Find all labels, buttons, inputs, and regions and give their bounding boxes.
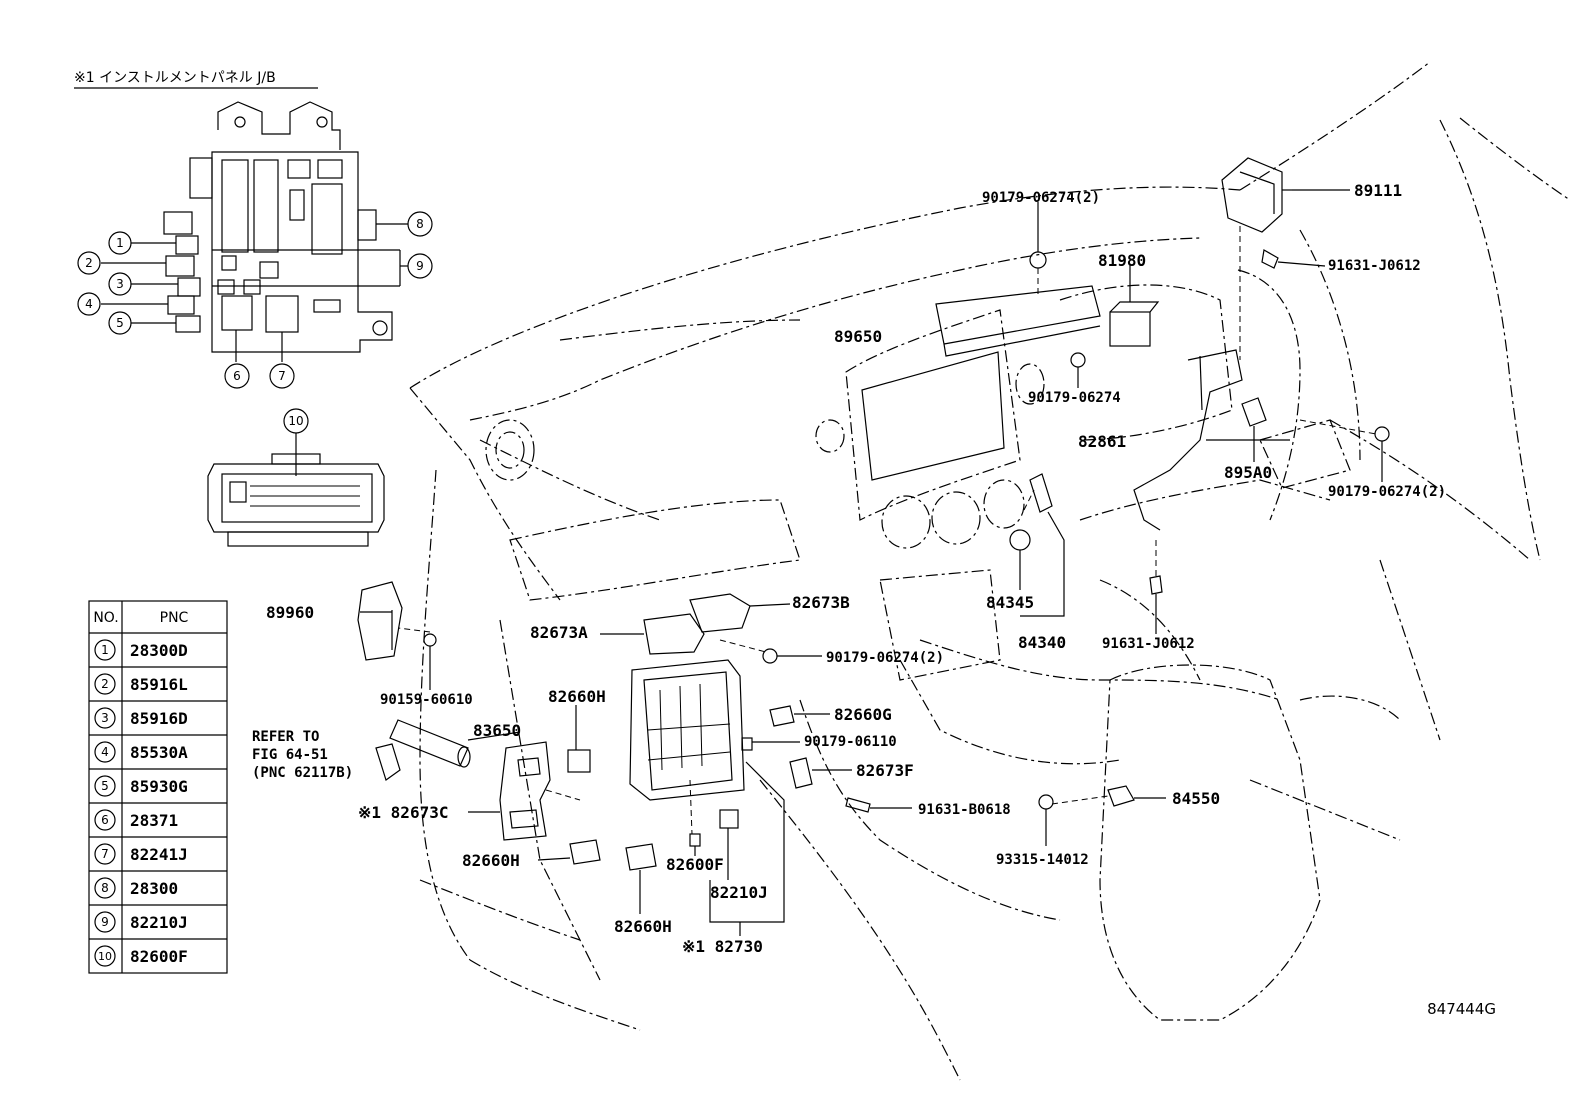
svg-text:9: 9 [101, 915, 109, 929]
label-89111: 89111 [1354, 181, 1402, 200]
label-91631-b0618: 91631-B0618 [918, 802, 1011, 818]
leader-lines [360, 189, 1383, 936]
label-89650: 89650 [834, 327, 882, 346]
inset-callout-2: 2 [77, 251, 101, 275]
label-82210j: 82210J [710, 883, 768, 902]
label-90159-60610: 90159-60610 [380, 692, 473, 708]
svg-text:82600F: 82600F [130, 947, 188, 966]
label-82660h-left: 82660H [462, 851, 520, 870]
label-83650: 83650 [473, 721, 521, 740]
label-93315-14012: 93315-14012 [996, 852, 1089, 868]
refer-line-3: (PNC 62117B) [252, 765, 353, 781]
label-90179-06274-2-low: 90179-06274(2) [826, 650, 944, 666]
label-90179-06274-2-top: 90179-06274(2) [982, 190, 1100, 206]
label-82861: 82861 [1078, 432, 1126, 451]
table-row: 6 28371 [94, 809, 178, 831]
inset-callout-10: 10 [283, 408, 309, 434]
table-row: 10 82600F [94, 945, 188, 967]
svg-text:82210J: 82210J [130, 913, 188, 932]
svg-text:85930G: 85930G [130, 777, 188, 796]
refer-line-1: REFER TO [252, 729, 319, 745]
label-82673f: 82673F [856, 761, 914, 780]
inset-callout-9: 9 [407, 253, 433, 279]
inset-junction-block: ※1 インストルメントパネル J/B [74, 70, 433, 547]
label-82673b: 82673B [792, 593, 850, 612]
svg-text:7: 7 [278, 369, 286, 383]
label-82660h-bottom: 82660H [614, 917, 672, 936]
svg-text:3: 3 [101, 711, 109, 725]
svg-text:82241J: 82241J [130, 845, 188, 864]
label-82660g: 82660G [834, 705, 892, 724]
table-row: 9 82210J [94, 911, 188, 933]
table-row: 1 28300D [94, 639, 188, 661]
svg-text:28371: 28371 [130, 811, 178, 830]
table-row: 7 82241J [94, 843, 188, 865]
label-84550: 84550 [1172, 789, 1220, 808]
svg-text:8: 8 [416, 217, 424, 231]
label-82660h-top: 82660H [548, 687, 606, 706]
label-84340: 84340 [1018, 633, 1066, 652]
svg-text:2: 2 [101, 677, 109, 691]
table-header-pnc: PNC [160, 610, 189, 626]
dashboard-outline [409, 61, 1571, 1081]
label-81980: 81980 [1098, 251, 1146, 270]
refer-line-2: FIG 64-51 [252, 747, 328, 763]
inset-callout-1: 1 [108, 231, 132, 255]
label-89960: 89960 [266, 603, 314, 622]
svg-text:4: 4 [101, 745, 109, 759]
svg-text:85916D: 85916D [130, 709, 188, 728]
inset-callout-5: 5 [108, 311, 132, 335]
label-82600f: 82600F [666, 855, 724, 874]
inset-callout-8: 8 [407, 211, 433, 237]
svg-text:1: 1 [101, 643, 109, 657]
svg-text:10: 10 [98, 950, 112, 963]
label-82673c: ※1 82673C [358, 803, 448, 822]
svg-text:85916L: 85916L [130, 675, 188, 694]
svg-text:5: 5 [101, 779, 109, 793]
table-row: 3 85916D [94, 707, 188, 729]
inset-callout-7: 7 [269, 363, 295, 389]
part-labels: 89111 90179-06274(2) 91631-J0612 81980 8… [252, 181, 1446, 956]
table-row: 2 85916L [94, 673, 188, 695]
table-row: 5 85930G [94, 775, 188, 797]
svg-text:28300D: 28300D [130, 641, 188, 660]
svg-text:2: 2 [85, 256, 93, 270]
inset-title: ※1 インストルメントパネル J/B [74, 70, 276, 86]
label-84345: 84345 [986, 593, 1034, 612]
label-91631-j0612-top: 91631-J0612 [1328, 258, 1421, 274]
table-header-no: NO. [93, 610, 118, 626]
label-90179-06274-mid: 90179-06274 [1028, 390, 1121, 406]
svg-text:4: 4 [85, 297, 93, 311]
table-row: 8 28300 [94, 877, 178, 899]
svg-text:3: 3 [116, 277, 124, 291]
figure-code: 847444G [1427, 1000, 1496, 1018]
svg-text:10: 10 [288, 414, 303, 428]
label-82673a: 82673A [530, 623, 588, 642]
label-91631-j0612-mid: 91631-J0612 [1102, 636, 1195, 652]
label-82730: ※1 82730 [682, 937, 763, 956]
svg-text:28300: 28300 [130, 879, 178, 898]
svg-text:5: 5 [116, 316, 124, 330]
inset-callout-6: 6 [224, 363, 250, 389]
label-90179-06110: 90179-06110 [804, 734, 897, 750]
inset-callout-4: 4 [77, 292, 101, 316]
label-895a0: 895A0 [1224, 463, 1272, 482]
inset-callout-3: 3 [108, 272, 132, 296]
svg-text:85530A: 85530A [130, 743, 188, 762]
svg-text:8: 8 [101, 881, 109, 895]
svg-text:6: 6 [233, 369, 241, 383]
svg-text:1: 1 [116, 236, 124, 250]
table-row: 4 85530A [94, 741, 188, 763]
svg-text:6: 6 [101, 813, 109, 827]
label-90179-06274-2-right: 90179-06274(2) [1328, 484, 1446, 500]
svg-text:9: 9 [416, 259, 424, 273]
svg-text:7: 7 [101, 847, 109, 861]
